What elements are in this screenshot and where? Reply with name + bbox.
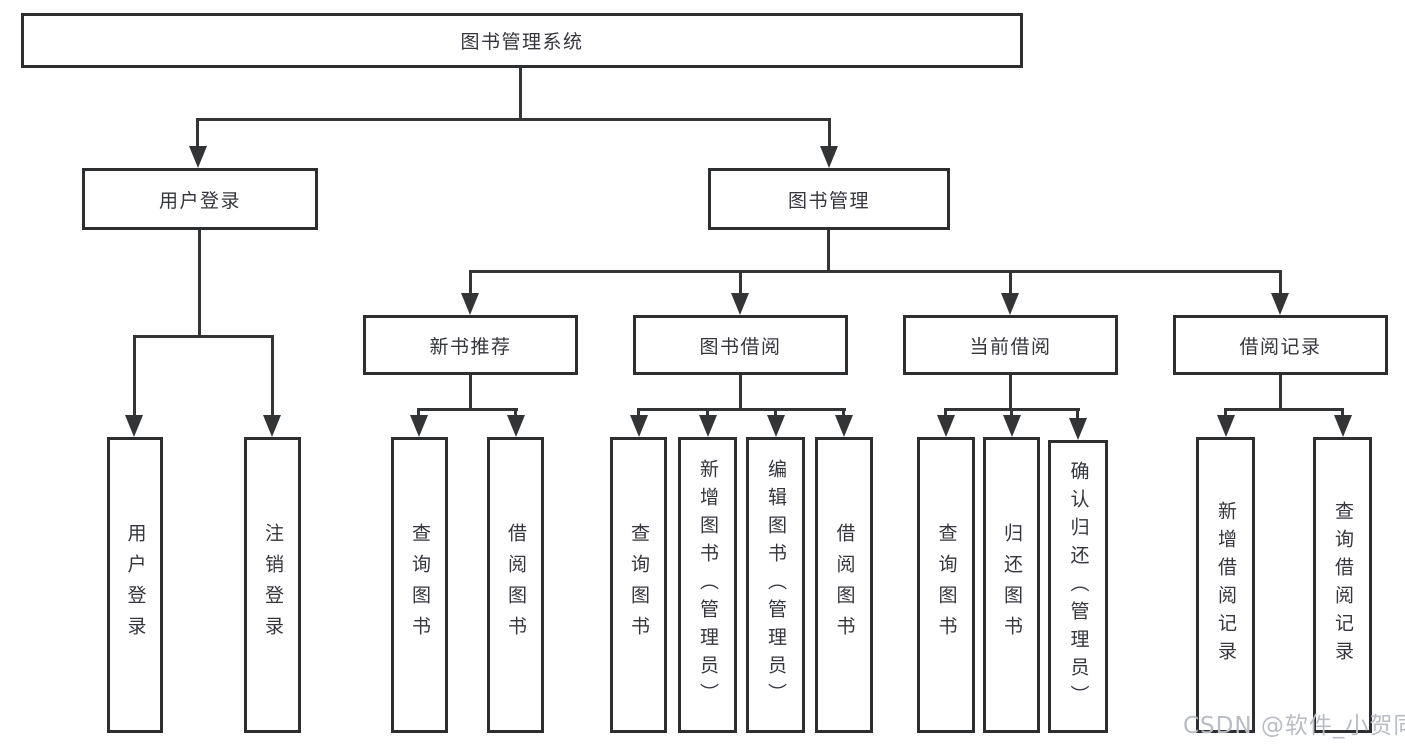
arrow-down-icon: [835, 415, 853, 437]
connector-stub: [774, 408, 777, 417]
arrow-down-icon: [1069, 418, 1087, 440]
leaf-borrow-edit-books-admin: 编辑图书（管理员）: [746, 437, 805, 733]
arrow-down-icon: [461, 293, 479, 315]
node-label: 归还图书: [1001, 523, 1023, 647]
node-label: 确认归还（管理员）: [1067, 460, 1090, 713]
connector-stub-current: [1009, 270, 1012, 295]
leaf-recommend-borrow-books: 借阅图书: [487, 437, 544, 733]
arrow-down-icon: [1271, 293, 1289, 315]
leaf-borrow-borrow-books: 借阅图书: [815, 437, 873, 733]
connector-records-split: [1224, 408, 1344, 411]
leaf-borrow-query-books: 查询图书: [610, 437, 667, 733]
arrow-down-icon: [125, 415, 143, 437]
node-label: 图书管理系统: [460, 31, 584, 53]
connector-stub: [1224, 408, 1227, 417]
connector-stub: [1076, 408, 1079, 420]
node-label: 新增借阅记录: [1215, 501, 1237, 669]
node-label: 查询图书: [409, 523, 431, 647]
arrow-down-icon: [731, 293, 749, 315]
node-label: 新书推荐: [429, 335, 512, 358]
connector-user-split: [133, 335, 274, 338]
arrow-down-icon: [263, 415, 281, 437]
connector-stub-login-leaf: [133, 335, 136, 417]
leaf-current-confirm-return-admin: 确认归还（管理员）: [1048, 440, 1108, 733]
connector-stub-records: [1279, 270, 1282, 295]
node-label: 图书管理: [787, 189, 870, 212]
node-borrowing-records: 借阅记录: [1173, 315, 1388, 375]
arrow-down-icon: [937, 415, 955, 437]
arrow-down-icon: [410, 415, 428, 437]
connector-stub-recommend: [469, 270, 472, 295]
node-current-borrowing: 当前借阅: [903, 315, 1118, 375]
arrow-down-icon: [507, 415, 525, 437]
node-label: 查询图书: [628, 523, 650, 647]
connector-borrow-stem: [739, 375, 742, 408]
leaf-current-query-books: 查询图书: [917, 437, 975, 733]
node-label: 借阅图书: [833, 523, 856, 647]
node-book-management: 图书管理: [708, 168, 950, 230]
node-book-borrowing: 图书借阅: [633, 315, 848, 375]
leaf-records-add-record: 新增借阅记录: [1196, 437, 1255, 733]
connector-stub: [514, 408, 517, 417]
leaf-records-query-record: 查询借阅记录: [1313, 437, 1372, 733]
arrow-down-icon: [767, 415, 785, 437]
node-label: 查询借阅记录: [1332, 501, 1354, 669]
node-label: 借阅图书: [505, 523, 527, 647]
node-label: 编辑图书（管理员）: [765, 459, 787, 711]
leaf-current-return-books: 归还图书: [983, 437, 1040, 733]
connector-stub: [706, 408, 709, 417]
connector-stub: [417, 408, 420, 417]
leaf-user-login: 用户登录: [107, 437, 163, 733]
connector-borrow-split: [637, 408, 846, 411]
node-label: 用户登录: [158, 189, 241, 212]
arrow-down-icon: [1334, 415, 1352, 437]
arrow-down-icon: [189, 146, 207, 168]
node-label: 当前借阅: [969, 335, 1052, 358]
connector-root-stem: [519, 68, 522, 118]
node-label: 注销登录: [262, 523, 284, 647]
node-label: 借阅记录: [1239, 335, 1322, 358]
connector-stub: [1341, 408, 1344, 417]
connector-records-stem: [1279, 375, 1282, 408]
connector-recommend-stem: [469, 375, 472, 408]
node-root-library-system: 图书管理系统: [21, 13, 1023, 68]
connector-stub: [944, 408, 947, 417]
arrow-down-icon: [699, 415, 717, 437]
leaf-recommend-query-books: 查询图书: [391, 437, 448, 733]
arrow-down-icon: [1217, 415, 1235, 437]
arrow-down-icon: [820, 146, 838, 168]
node-new-book-recommend: 新书推荐: [363, 315, 578, 375]
node-user-login: 用户登录: [82, 168, 318, 230]
connector-level1-split: [196, 118, 831, 121]
connector-stub-borrow: [739, 270, 742, 295]
arrow-down-icon: [1003, 415, 1021, 437]
connector-current-stem: [1009, 375, 1012, 408]
connector-recommend-split: [417, 408, 518, 411]
csdn-watermark: CSDN @软件_小贺同学: [1183, 713, 1405, 739]
leaf-borrow-add-books-admin: 新增图书（管理员）: [678, 437, 737, 733]
connector-stub-user-login: [196, 118, 199, 148]
connector-level3-split: [469, 270, 1282, 273]
arrow-down-icon: [630, 415, 648, 437]
connector-stub: [637, 408, 640, 417]
connector-stub-book-mgmt: [828, 118, 831, 148]
node-label: 新增图书（管理员）: [697, 459, 719, 711]
node-label: 图书借阅: [699, 335, 782, 358]
connector-stub: [1010, 408, 1013, 417]
node-label: 用户登录: [124, 523, 147, 647]
connector-stub-logout-leaf: [271, 335, 274, 417]
connector-stub: [842, 408, 845, 417]
leaf-logout: 注销登录: [244, 437, 301, 733]
arrow-down-icon: [1001, 293, 1019, 315]
connector-user-stem: [198, 230, 201, 335]
node-label: 查询图书: [935, 523, 958, 647]
connector-bookmgmt-stem: [827, 230, 830, 270]
